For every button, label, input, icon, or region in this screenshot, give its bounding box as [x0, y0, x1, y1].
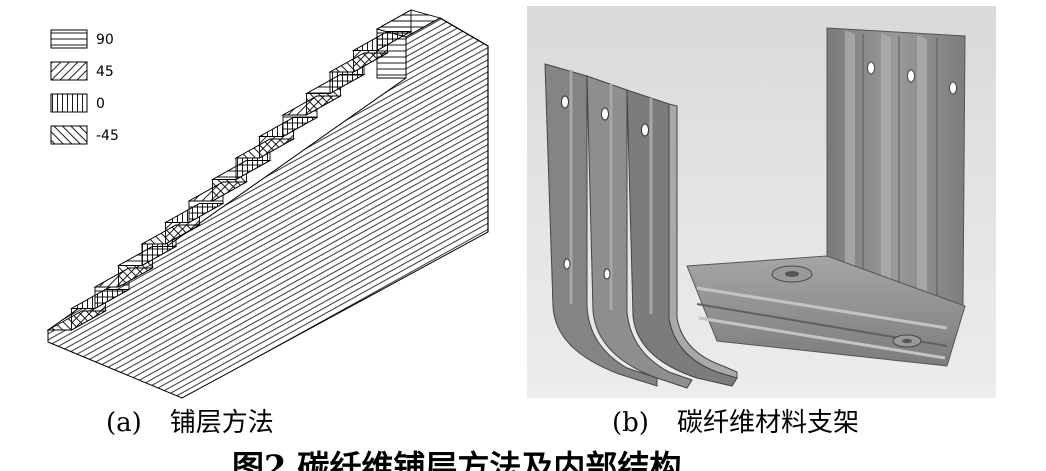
legend-label: -45 [96, 128, 119, 144]
ply-layup-diagram: 90 45 0 -45 [46, 9, 489, 399]
bracket-left-wall [544, 63, 738, 389]
mount-hole-icon [907, 69, 915, 83]
ply-top-front [376, 28, 407, 79]
mount-hole-icon [563, 258, 571, 270]
mount-hole-icon [561, 95, 569, 109]
bracket-right-wall [826, 27, 966, 307]
legend-swatch-diag-neg45 [50, 125, 88, 145]
mount-hole-icon [603, 268, 611, 280]
caption-a: (a) 铺层方法 [106, 408, 274, 438]
legend-label: 45 [96, 64, 114, 80]
caption-a-text: 铺层方法 [169, 408, 274, 438]
legend-swatch-diag-45 [50, 61, 88, 81]
caption-b-label: (b) [612, 408, 649, 438]
ply-side-face [47, 17, 489, 399]
caption-a-label: (a) [106, 408, 142, 438]
figure-title: 图2 碳纤维铺层方法及内部结构 [232, 448, 682, 471]
legend-label: 0 [96, 96, 105, 112]
bracket-drawing [544, 27, 966, 389]
mount-hole-icon [601, 107, 609, 121]
legend-swatch-vertical [50, 93, 88, 113]
legend-swatch-horizontal [50, 29, 88, 49]
mount-hole-icon [867, 61, 875, 75]
mount-hole-icon [949, 81, 957, 95]
ply-block [46, 9, 489, 399]
carbon-bracket-render [527, 6, 996, 398]
legend-label: 90 [96, 32, 114, 48]
bracket-floor [686, 255, 966, 367]
caption-b: (b) 碳纤维材料支架 [612, 408, 859, 438]
caption-b-text: 碳纤维材料支架 [676, 408, 859, 438]
ply-legend: 90 45 0 -45 [50, 29, 119, 145]
mount-hole-icon [641, 123, 649, 137]
